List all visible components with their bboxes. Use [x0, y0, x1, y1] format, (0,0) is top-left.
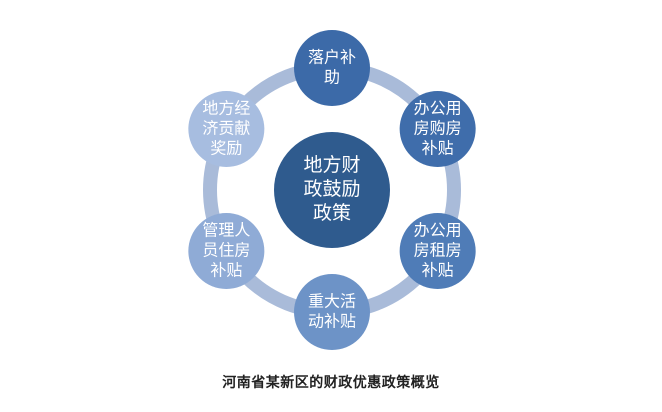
figure-caption: 河南省某新区的财政优惠政策概览	[222, 375, 440, 391]
policy-cycle-diagram: 落户补助办公用房购房补贴办公用房租房补贴重大活动补贴管理人员住房补贴地方经济贡献…	[188, 30, 476, 350]
node-upper-right-line-3: 补贴	[422, 139, 454, 158]
node-upper-right-circle	[399, 91, 476, 167]
node-bottom-line-2: 动补贴	[308, 312, 356, 331]
node-top-line-2: 助	[324, 68, 340, 87]
node-lower-left-line-3: 补贴	[210, 261, 242, 280]
node-lower-left-line-1: 管理人	[202, 221, 250, 240]
center-line-1: 地方财	[303, 154, 360, 176]
node-upper-left-line-3: 奖励	[210, 139, 242, 158]
satellite-nodes: 落户补助办公用房购房补贴办公用房租房补贴重大活动补贴管理人员住房补贴地方经济贡献…	[188, 30, 476, 350]
node-upper-left-line-2: 济贡献	[202, 119, 250, 138]
node-upper-right-line-2: 房购房	[414, 119, 462, 138]
node-lower-right-line-3: 补贴	[422, 261, 454, 280]
node-lower-right-circle	[399, 213, 476, 289]
node-lower-left-circle	[188, 213, 265, 289]
node-bottom-circle	[294, 274, 370, 350]
center-circle	[274, 132, 390, 248]
node-upper-left-line-1: 地方经	[202, 99, 250, 118]
node-top-circle	[294, 30, 370, 106]
node-bottom-line-1: 重大活	[308, 292, 356, 311]
node-lower-right-line-1: 办公用	[414, 221, 462, 240]
center-line-3: 政策	[313, 202, 351, 224]
node-lower-left-line-2: 员住房	[202, 241, 250, 260]
node-upper-right-line-1: 办公用	[414, 99, 462, 118]
node-top-line-1: 落户补	[308, 48, 356, 67]
center-line-2: 政鼓励	[303, 178, 360, 200]
node-lower-right-line-2: 房租房	[414, 241, 462, 260]
node-upper-left-circle	[188, 91, 265, 167]
